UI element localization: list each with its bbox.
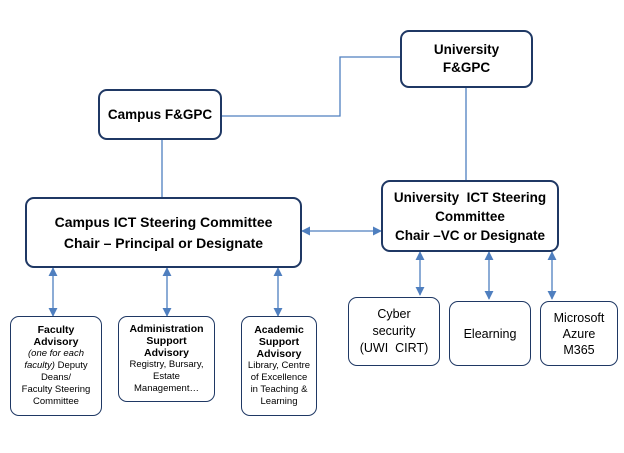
node-label-line: Campus F&GPC [107,107,213,122]
node-title-line: Advisory [144,347,189,359]
node-note-line: (one for each [28,348,84,359]
node-academic-support-advisory: Academic Support Advisory Library, Centr… [241,316,317,416]
node-elearning: Elearning [449,301,531,366]
node-label-line: University [433,42,500,57]
node-microsoft-azure-m365: Microsoft Azure M365 [540,301,618,366]
node-label-line: Committee [435,208,505,224]
node-university-ict-steering-committee: University ICT Steering Committee Chair … [381,180,559,252]
node-label-line: Campus ICT Steering Committee [54,213,273,230]
node-cyber-security: Cyber security (UWI CIRT) [348,297,440,366]
node-campus-ict-steering-committee: Campus ICT Steering Committee Chair – Pr… [25,197,302,268]
node-body-line: of Excellence [250,372,308,383]
node-note-line: faculty) [24,360,55,371]
node-title-line: Administration [129,323,204,335]
node-body-line: Deputy [57,360,88,371]
node-administration-support-advisory: Administration Support Advisory Registry… [118,316,215,402]
node-label-line: Chair –VC or Designate [394,227,546,243]
node-body-line: faculty) Deputy [24,360,87,372]
node-body-line: Management… [134,383,199,394]
node-label-line: Elearning [463,326,517,341]
node-body-line: Faculty Steering [21,384,91,395]
node-label-line: security [372,324,416,338]
node-title-line: Advisory [256,348,302,360]
node-label-line: Cyber [377,307,411,321]
node-label-line: (UWI CIRT) [359,341,429,355]
node-body-line: Estate [153,371,180,382]
node-label-line: Chair – Principal or Designate [63,234,264,251]
node-title-line: Faculty [37,324,75,336]
node-title-line: Support [258,336,300,348]
node-university-fgpc: University F&GPC [400,30,533,88]
node-title-line: Support [146,335,187,347]
node-body-line: in Teaching & [250,384,308,395]
node-body-line: Deans/ [40,372,72,383]
connector-campus-fgpc-to-university-fgpc [222,56,400,117]
node-body-line: Library, Centre [247,360,311,371]
node-faculty-advisory: Faculty Advisory (one for each faculty) … [10,316,102,416]
node-label-line: Microsoft [553,310,605,325]
node-title-line: Advisory [33,336,79,348]
node-label-line: F&GPC [442,60,491,75]
node-label-line: Azure [562,326,596,341]
node-label-line: M365 [563,342,595,357]
node-body-line: Committee [33,396,79,407]
node-title-line: Academic [254,324,304,336]
node-body-line: Registry, Bursary, [129,359,204,370]
node-body-line: Learning [260,396,298,407]
node-label-line: University ICT Steering [393,189,547,205]
node-campus-fgpc: Campus F&GPC [98,89,222,140]
